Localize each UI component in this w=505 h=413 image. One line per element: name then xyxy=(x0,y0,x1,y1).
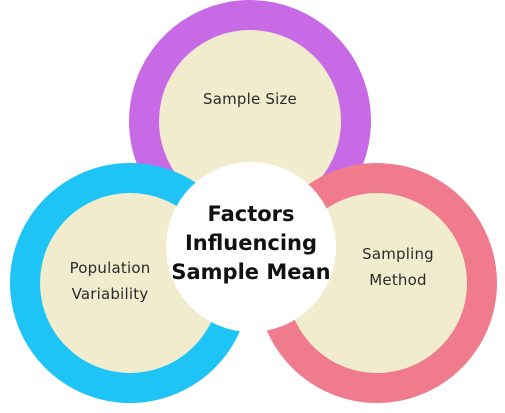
sample-size-label-line-1: Sample Size xyxy=(202,90,297,108)
sample-size-label: Sample Size xyxy=(180,86,320,112)
center-title-line-1: Factors xyxy=(207,202,295,226)
sampling-method-label-line-2: Method xyxy=(369,271,427,289)
center-title: Factors Influencing Sample Mean xyxy=(166,200,336,287)
population-variability-label-line-1: Population xyxy=(69,259,151,277)
population-variability-label-line-2: Variability xyxy=(71,285,149,303)
sampling-method-label-line-1: Sampling xyxy=(362,245,434,263)
center-title-line-2: Influencing xyxy=(184,231,318,255)
center-circle xyxy=(166,162,336,332)
population-variability-label: Population Variability xyxy=(40,255,180,307)
sampling-method-label: Sampling Method xyxy=(328,241,468,293)
center-title-line-3: Sample Mean xyxy=(171,260,331,284)
